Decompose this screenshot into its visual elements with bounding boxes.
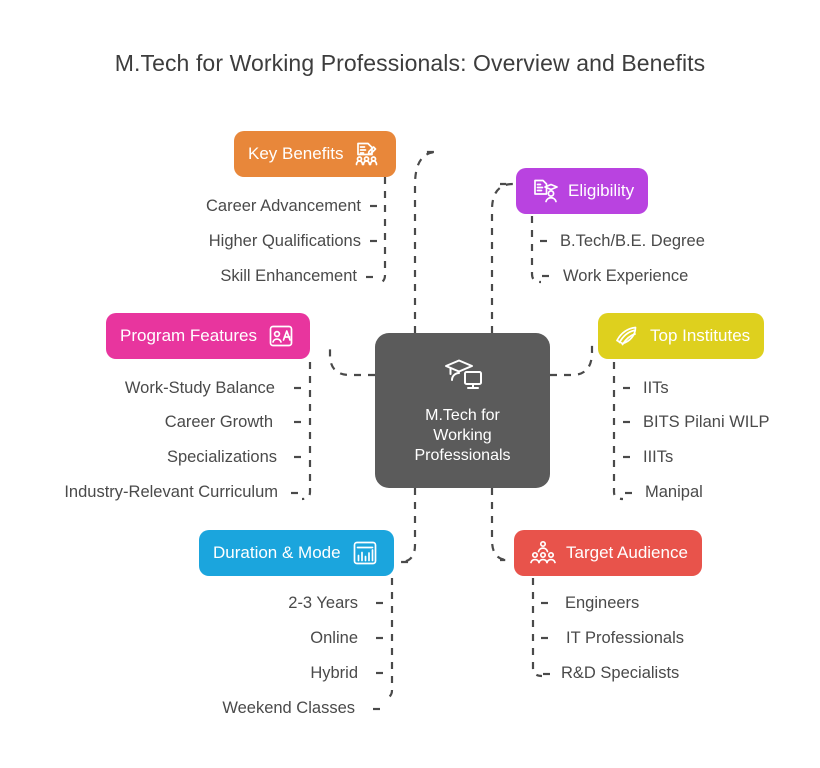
leaf-bits-pilani-wilp: BITS Pilani WILP [643, 413, 770, 431]
center-node[interactable]: M.Tech for Working Professionals [375, 333, 550, 488]
branch-top-institutes-label: Top Institutes [650, 326, 751, 345]
branch-key-benefits-label: Key Benefits [248, 144, 344, 163]
leaf-hybrid: Hybrid [310, 664, 358, 682]
leaf-weekend-classes: Weekend Classes [222, 699, 355, 717]
leaf-work-experience: Work Experience [563, 267, 689, 285]
center-label-line-3: Professionals [414, 447, 511, 464]
branch-duration-mode[interactable]: Duration & Mode [199, 530, 394, 576]
center-label-line-1: M.Tech for [425, 407, 500, 424]
bar-chart-icon [350, 538, 380, 568]
leaf-rd-specialists: R&D Specialists [561, 664, 680, 682]
center-label-line-2: Working [433, 427, 492, 444]
leaf-2-3-years: 2-3 Years [288, 594, 358, 612]
branch-key-benefits[interactable]: Key Benefits [234, 131, 397, 177]
leaf-work-study-balance: Work-Study Balance [124, 379, 275, 397]
leaf-specializations: Specializations [166, 448, 277, 466]
graduation-cap-monitor-icon [440, 355, 486, 402]
document-graduate-icon [530, 176, 560, 206]
branch-program-features-label: Program Features [120, 326, 257, 345]
open-book-icon [612, 321, 642, 351]
leaf-career-advancement: Career Advancement [205, 197, 361, 215]
leaf-skill-enhancement: Skill Enhancement [220, 267, 357, 285]
branch-eligibility[interactable]: Eligibility [516, 168, 649, 214]
branch-duration-mode-label: Duration & Mode [213, 543, 341, 562]
leaf-iiits: IIITs [643, 448, 674, 466]
person-letter-a-icon [266, 321, 296, 351]
leaf-iits: IITs [643, 379, 669, 397]
branch-eligibility-label: Eligibility [568, 181, 635, 200]
branch-top-institutes[interactable]: Top Institutes [598, 313, 765, 359]
leaf-btech-be-degree: B.Tech/B.E. Degree [560, 232, 705, 250]
leaf-industry-relevant-curriculum: Industry-Relevant Curriculum [64, 483, 278, 501]
page-title: M.Tech for Working Professionals: Overvi… [114, 50, 706, 76]
leaf-manipal: Manipal [645, 483, 703, 501]
leaf-online: Online [310, 629, 358, 647]
people-group-icon [528, 538, 558, 568]
center-node-label: M.Tech for Working Professionals [414, 406, 510, 466]
document-pen-people-icon [352, 139, 382, 169]
branch-target-audience[interactable]: Target Audience [514, 530, 702, 576]
branch-program-features[interactable]: Program Features [106, 313, 310, 359]
leaf-higher-qualifications: Higher Qualifications [208, 232, 361, 250]
leaf-engineers: Engineers [565, 594, 640, 612]
branch-target-audience-label: Target Audience [566, 543, 688, 562]
leaf-it-professionals: IT Professionals [566, 629, 684, 647]
leaf-career-growth: Career Growth [164, 413, 273, 431]
